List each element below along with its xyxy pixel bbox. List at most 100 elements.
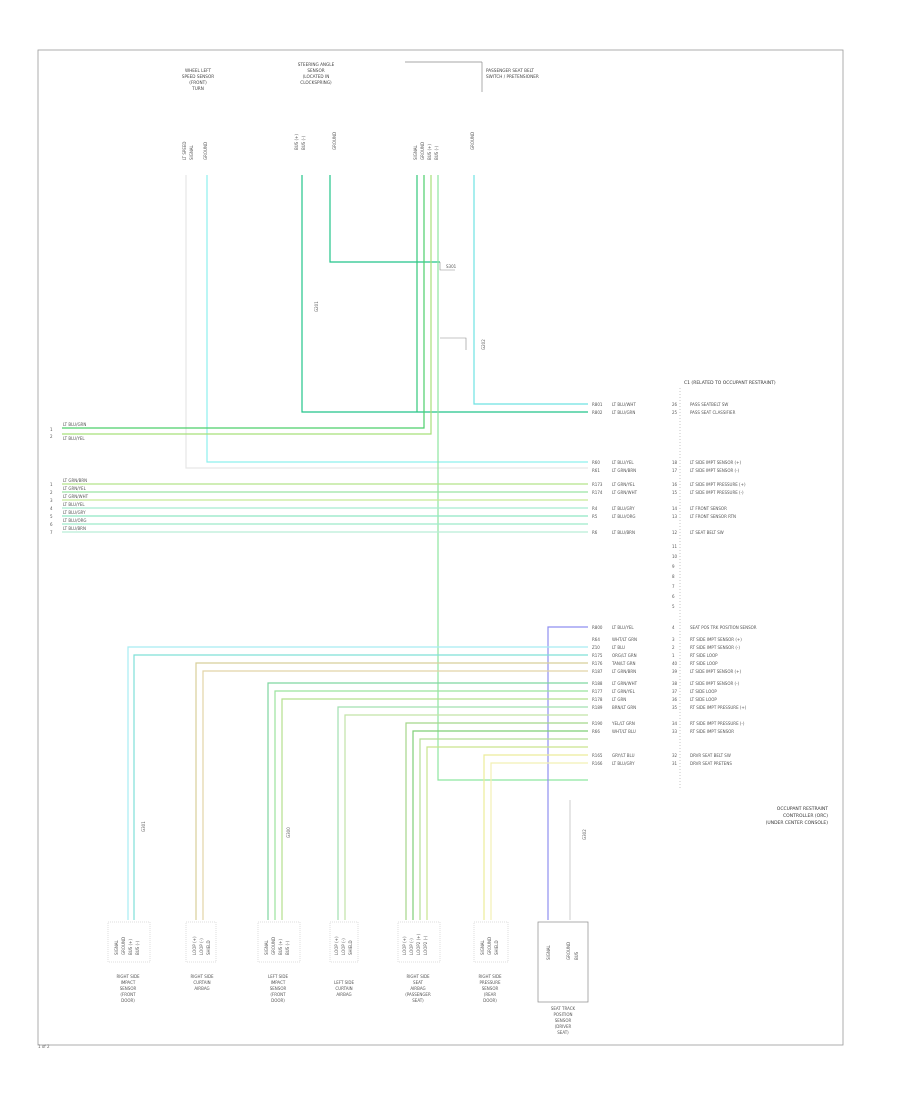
pin-label: SIGNAL <box>189 144 194 160</box>
wire-color: LT BLU/YEL <box>612 625 634 630</box>
wire <box>202 670 588 920</box>
bottom-component-1: G301 SIGNAL GROUND BUS (+) BUS (-) RIGHT… <box>107 821 151 1003</box>
pin-function: RT SIDE IMPT SENSOR <box>690 729 734 734</box>
stub-number: 6 <box>50 522 53 527</box>
top-component-label: SENSOR <box>307 68 324 73</box>
circuit-code: R61 <box>592 468 600 473</box>
component-pin-label: LOOP (-) <box>341 938 346 955</box>
component-label: SENSOR <box>270 986 287 991</box>
wire-color: YEL/LT GRN <box>611 721 635 726</box>
pin-number: 6 <box>672 594 675 599</box>
pin-number: 15 <box>672 490 678 495</box>
pin-function: LT SIDE IMPT SENSOR (-) <box>690 468 740 473</box>
wire-color: LT BLU/WHT <box>612 402 636 407</box>
pin-function: LT SIDE IMPT PRESSURE (-) <box>690 490 744 495</box>
wire-color: LT GRN/BRN <box>612 468 636 473</box>
page-code: 1 of 2 <box>38 1044 50 1049</box>
pin-number: 10 <box>672 554 678 559</box>
stub-label: LT BLU/YEL <box>63 436 85 441</box>
pin-label: SIGNAL <box>413 144 418 160</box>
component-label: (PASSENGER <box>405 992 431 997</box>
circuit-code: R178 <box>592 697 603 702</box>
component-label: DOOR) <box>121 998 135 1003</box>
wire-color: ORG/LT GRN <box>612 653 637 658</box>
component-label: CURTAIN <box>193 980 210 985</box>
component-label: (FRONT <box>270 992 286 997</box>
pin-number: 34 <box>672 721 678 726</box>
top-component-label: PASSENGER SEAT BELT <box>486 68 534 73</box>
component-label: PRESSURE <box>479 980 501 985</box>
pin-function: RT SIDE IMPT PRESSURE (+) <box>690 705 747 710</box>
wire <box>337 706 588 920</box>
component-label: RIGHT SIDE <box>116 974 140 979</box>
pin-function: LT SIDE LOOP <box>690 697 717 702</box>
component-outline <box>397 921 441 963</box>
wire-color: LT GRN/YEL <box>612 689 636 694</box>
stub-number: 2 <box>50 434 53 439</box>
pin-number: 4 <box>672 625 675 630</box>
component-pin-label: LOOP (+) <box>192 936 197 955</box>
pin-label: GROUND <box>470 132 475 150</box>
component-outline <box>107 921 151 963</box>
bottom-component-4: LOOP (+) LOOP (-) SHIELD LEFT SIDE CURTA… <box>329 921 359 997</box>
stub-number: 5 <box>50 514 53 519</box>
bottom-component-2: LOOP (+) LOOP (-) SHIELD RIGHT SIDE CURT… <box>185 921 217 991</box>
wire-color: LT BLU/GRY <box>612 761 635 766</box>
component-label: CURTAIN <box>335 986 352 991</box>
component-pin-label: LOOP2 (+) <box>416 933 421 955</box>
pin-number: 33 <box>672 729 678 734</box>
component-label: IMPACT <box>271 980 286 985</box>
wire-color: LT GRN/YEL <box>612 482 636 487</box>
pin-label: GROUND <box>203 142 208 160</box>
splice-label: S301 <box>446 264 457 269</box>
top-component-label: STEERING ANGLE <box>298 62 335 67</box>
component-label: SENSOR <box>120 986 137 991</box>
wire <box>185 175 588 469</box>
component-label: IMPACT <box>121 980 136 985</box>
component-label: SEAT <box>413 980 423 985</box>
component-pin-label: SIGNAL <box>480 939 485 955</box>
component-label: SEAT TRACK <box>551 1006 576 1011</box>
wire-color: LT GRN/WHT <box>612 490 638 495</box>
circuit-code: R188 <box>592 681 603 686</box>
component-pin-label: LOOP (+) <box>402 936 407 955</box>
stub-label: LT BLU/ORG <box>63 518 86 523</box>
circuit-code: R177 <box>592 689 603 694</box>
component-pin-label: LOOP (-) <box>409 938 414 955</box>
stub-number: 3 <box>50 498 53 503</box>
pin-function: LT FRONT SENSOR <box>690 506 727 511</box>
pin-number: 2 <box>672 645 675 650</box>
component-pin-label: BUS (+) <box>278 939 283 955</box>
pin-number: 14 <box>672 506 678 511</box>
pin-label: BUS (-) <box>301 136 306 150</box>
module-title-line: CONTROLLER (ORC) <box>783 813 828 819</box>
top-component-label: (LOCATED IN <box>303 74 330 79</box>
component-pin-label: BUS (-) <box>285 941 290 955</box>
pin-function: DRVR SEAT BELT SW <box>690 753 731 758</box>
pin-number: 13 <box>672 514 678 519</box>
module-title: OCCUPANT RESTRAINT CONTROLLER (ORC) (UND… <box>766 806 829 826</box>
component-label: SENSOR <box>482 986 499 991</box>
stub-number: 1 <box>50 482 53 487</box>
top-component-label: TURN <box>191 86 204 91</box>
component-label: DOOR) <box>271 998 285 1003</box>
bottom-component-3: G300 SIGNAL GROUND BUS (+) BUS (-) LEFT … <box>257 827 301 1003</box>
wire-color: BRN/LT GRN <box>612 705 636 710</box>
circuit-code: R176 <box>592 661 603 666</box>
wiring-top: S301 G201 G202 <box>62 175 588 781</box>
circuit-code: R175 <box>592 653 603 658</box>
component-pin-label: GROUND <box>121 937 126 955</box>
wiring-lower <box>127 626 588 920</box>
component-label: SENSOR <box>555 1018 572 1023</box>
circuit-code: R5 <box>592 514 598 519</box>
pin-number: 7 <box>672 584 675 589</box>
wire <box>419 738 588 920</box>
component-label: (DRIVER <box>555 1024 572 1029</box>
pin-number: 40 <box>672 661 678 666</box>
pin-function: LT SIDE IMPT SENSOR (+) <box>690 669 741 674</box>
component-outline <box>537 921 589 1003</box>
pin-number: 18 <box>672 460 678 465</box>
stub-number: 1 <box>50 427 53 432</box>
component-label: DOOR) <box>483 998 497 1003</box>
